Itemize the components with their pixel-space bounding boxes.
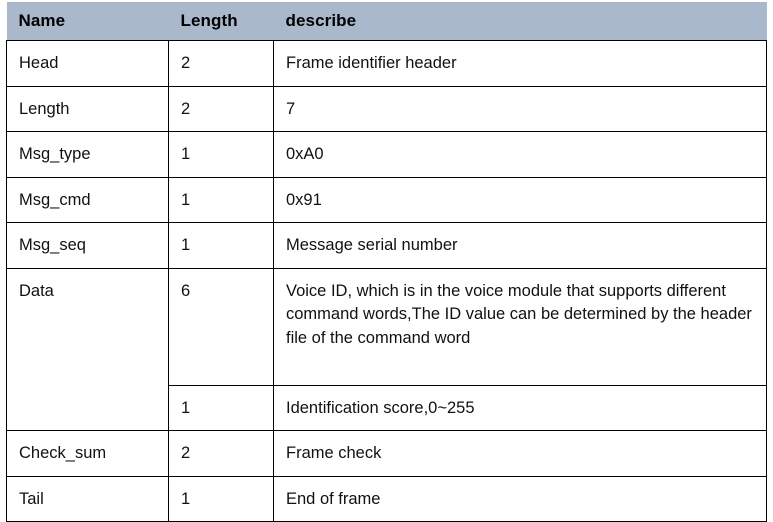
cell-length: 1 xyxy=(168,176,274,224)
table-row: Msg_cmd 1 0x91 xyxy=(6,176,767,224)
cell-describe: Voice ID, which is in the voice module t… xyxy=(273,267,767,386)
cell-describe: Message serial number xyxy=(273,222,767,269)
cell-describe: 0x91 xyxy=(273,176,767,224)
column-header-length: Length xyxy=(168,2,274,41)
table-header: Name Length describe xyxy=(6,2,767,41)
table-canvas: Name Length describe Head 2 Frame identi… xyxy=(6,2,767,522)
table-row: Tail 1 End of frame xyxy=(6,475,767,522)
cell-name-data: Data xyxy=(6,267,169,432)
cell-length: 1 xyxy=(168,475,274,522)
cell-name: Head xyxy=(6,40,169,87)
cell-length: 2 xyxy=(168,85,274,133)
cell-name: Msg_cmd xyxy=(6,176,169,224)
table-body: Head 2 Frame identifier header Length 2 … xyxy=(6,40,767,522)
cell-name: Msg_type xyxy=(6,131,169,178)
cell-name: Length xyxy=(6,85,169,133)
table-row: Length 2 7 xyxy=(6,85,767,133)
cell-describe: 0xA0 xyxy=(273,131,767,178)
table-row: Data 6 Voice ID, which is in the voice m… xyxy=(6,267,767,432)
table-row: 1 Identification score,0~255 xyxy=(7,384,767,432)
table-row: Msg_type 1 0xA0 xyxy=(6,131,767,178)
cell-name: Tail xyxy=(6,475,169,522)
cell-length: 1 xyxy=(168,384,274,432)
cell-length: 2 xyxy=(168,430,274,477)
table-row: Msg_seq 1 Message serial number xyxy=(6,222,767,269)
table-row: Head 2 Frame identifier header xyxy=(6,40,767,87)
cell-describe: 7 xyxy=(273,85,767,133)
cell-length: 6 xyxy=(168,267,274,386)
cell-name: Check_sum xyxy=(6,430,169,477)
column-header-name: Name xyxy=(6,2,169,41)
cell-describe: End of frame xyxy=(273,475,767,522)
protocol-frame-table: Name Length describe Head 2 Frame identi… xyxy=(6,2,767,522)
cell-describe: Frame identifier header xyxy=(273,40,767,87)
table-header-row: Name Length describe xyxy=(6,2,767,41)
cell-name: Msg_seq xyxy=(6,222,169,269)
cell-length: 2 xyxy=(168,40,274,87)
cell-length: 1 xyxy=(168,222,274,269)
column-header-describe: describe xyxy=(273,2,767,41)
cell-describe: Identification score,0~255 xyxy=(273,384,767,432)
cell-length: 1 xyxy=(168,131,274,178)
cell-describe: Frame check xyxy=(273,430,767,477)
table-row: Check_sum 2 Frame check xyxy=(6,430,767,477)
